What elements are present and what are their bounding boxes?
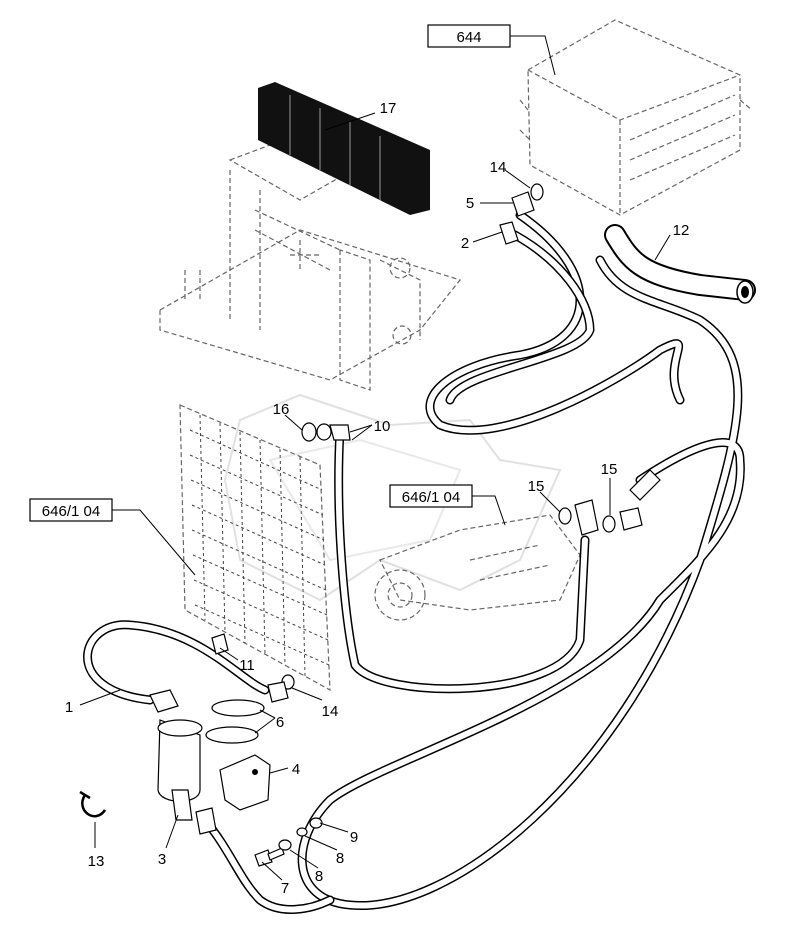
ref-label-646-right: 646/1 04 [402,489,460,506]
callout-3: 3 [158,851,166,868]
fittings [79,183,661,867]
callout-2: 2 [461,235,469,252]
callout-11: 11 [239,657,255,674]
ref-label-646-left: 646/1 04 [42,503,100,520]
callout-13: 13 [88,853,105,870]
ref-box-646-right: 646/1 04 [389,484,506,526]
callout-15-right: 15 [601,461,618,478]
callout-8-upper: 8 [336,850,344,867]
callout-6: 6 [276,714,284,731]
callout-8-lower: 8 [315,868,323,885]
hose-lines [83,210,745,914]
callout-14-top: 14 [490,159,507,176]
callout-5: 5 [466,195,474,212]
heater-hose-part [604,224,756,304]
callout-16: 16 [273,401,290,418]
callout-7: 7 [281,880,289,897]
callout-14-bottom: 14 [322,703,339,720]
ref-label-644: 644 [456,29,481,46]
callout-numbers: 17 14 5 2 12 16 10 15 15 11 14 6 1 4 3 1… [65,100,690,897]
foam-block-part [258,82,430,215]
callout-17: 17 [380,100,397,117]
callout-9: 9 [350,829,358,846]
unit-644-drawing [519,19,753,216]
callout-10: 10 [374,418,391,435]
callout-4: 4 [292,761,300,778]
ref-box-644: 644 [427,24,556,76]
compressor-drawing [374,514,581,621]
callout-15-left: 15 [528,478,545,495]
callout-leaders [79,112,671,881]
callout-1: 1 [65,699,73,716]
ref-box-646-left: 646/1 04 [29,498,196,576]
condenser-drawing [179,404,331,692]
callout-12: 12 [673,222,690,239]
